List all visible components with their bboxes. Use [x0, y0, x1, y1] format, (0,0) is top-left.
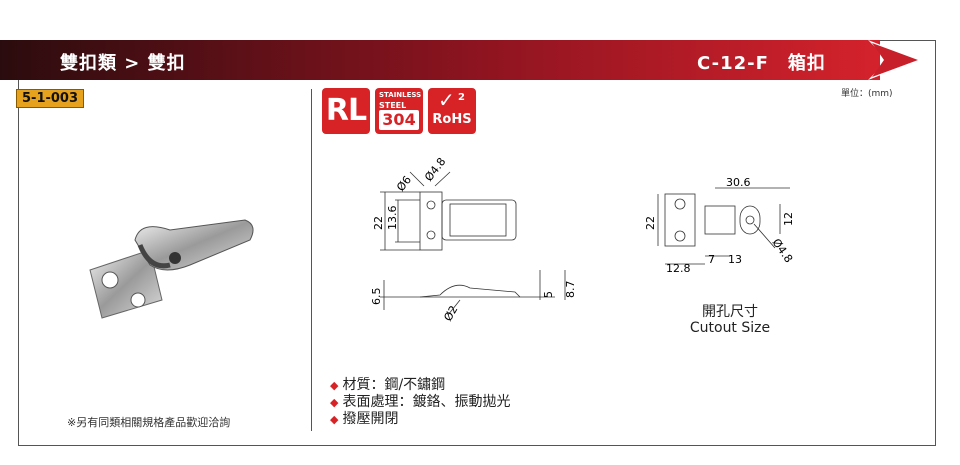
spec-material: 材質：鋼/不鏽鋼 [342, 377, 446, 393]
dim-phi2: Ø2 [441, 303, 460, 323]
cutout-label-en: Cutout Size [689, 320, 771, 336]
header-bar-graphic [0, 40, 920, 80]
unit-label: 單位：(mm) [841, 89, 893, 99]
stainless-line2: STEEL [379, 101, 407, 110]
cut-dim-12-8: 12.8 [666, 262, 691, 275]
spec-list: ◆材質：鋼/不鏽鋼 ◆表面處理：鍍鉻、振動拋光 ◆撥壓開閉 [330, 377, 510, 428]
spec-operation: 撥壓開閉 [342, 411, 399, 427]
header-bar [0, 40, 960, 80]
column-divider [311, 89, 312, 431]
dim-13-6: 13.6 [386, 206, 399, 231]
rohs-logo: ✓ 2 RoHS [428, 88, 476, 134]
stainless-steel-logo: STAINLESS STEEL 304 [375, 88, 423, 134]
cutout-drawing: 30.6 22 12 12.8 7 13 Ø4.8 [644, 176, 796, 275]
product-photo [89, 219, 254, 319]
cut-dim-30-6: 30.6 [726, 176, 751, 189]
cut-dim-22: 22 [644, 216, 657, 230]
dim-6-5: 6.5 [370, 288, 383, 306]
stainless-grade: 304 [379, 110, 419, 130]
rohs-version: 2 [458, 92, 465, 103]
stainless-line1: STAINLESS [379, 91, 422, 99]
spec-item: ◆表面處理：鍍鉻、振動拋光 [330, 394, 510, 411]
breadcrumb: 雙扣類 > 雙扣 [60, 53, 186, 74]
cut-dim-7: 7 [708, 253, 715, 266]
diamond-bullet-icon: ◆ [330, 413, 339, 426]
dim-8-7: 8.7 [564, 281, 577, 299]
cutout-label: 開孔尺寸 Cutout Size [680, 304, 780, 336]
cut-dim-13: 13 [728, 253, 742, 266]
rohs-label: RoHS [432, 112, 472, 127]
dim-5: 5 [542, 291, 555, 298]
cutout-label-zh: 開孔尺寸 [702, 304, 758, 320]
product-title: C-12-F 箱扣 [697, 53, 826, 74]
technical-drawing: Ø6 Ø4.8 22 13.6 6.5 5 8.7 Ø2 [370, 155, 577, 323]
spec-item: ◆材質：鋼/不鏽鋼 [330, 377, 510, 394]
dim-phi6: Ø6 [394, 173, 414, 193]
rl-logo: RL [322, 88, 370, 134]
cut-dim-phi48: Ø4.8 [770, 236, 796, 265]
product-code-badge: 5-1-003 [16, 89, 85, 108]
spec-item: ◆撥壓開閉 [330, 411, 510, 428]
spec-finish: 表面處理：鍍鉻、振動拋光 [342, 394, 511, 410]
diamond-bullet-icon: ◆ [330, 396, 339, 409]
dim-phi48-top: Ø4.8 [422, 155, 448, 184]
check-icon: ✓ [438, 88, 455, 112]
diamond-bullet-icon: ◆ [330, 379, 339, 392]
dim-22: 22 [372, 216, 385, 230]
cut-dim-12: 12 [782, 212, 795, 226]
inquiry-note: ※另有同類相關規格產品歡迎洽詢 [67, 416, 231, 429]
